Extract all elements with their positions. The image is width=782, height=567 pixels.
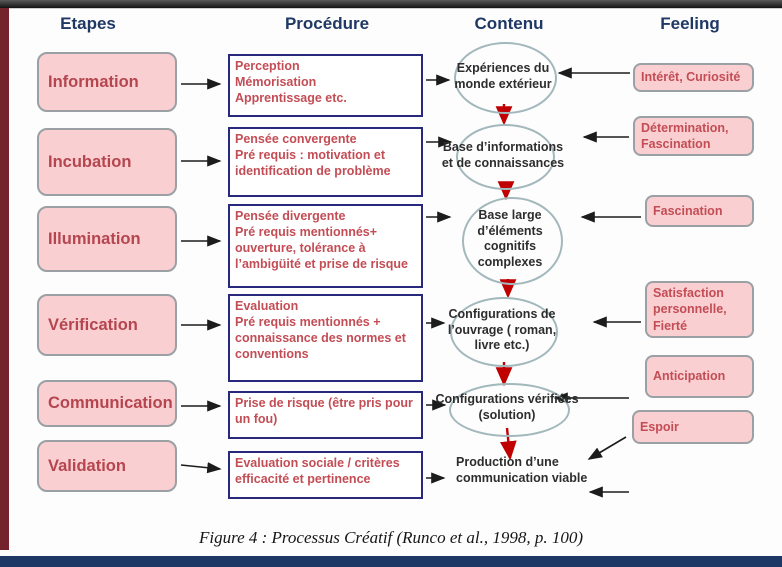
figure-caption: Figure 4 : Processus Créatif (Runco et a… xyxy=(198,528,584,547)
content-ellipse-2 xyxy=(456,124,555,190)
content-text-6: Production d’une communication viable xyxy=(456,455,588,485)
bottom-accent-bar xyxy=(0,556,782,567)
feeling-box-1: Intérêt, Curiosité xyxy=(633,63,754,92)
column-header-contenu: Contenu xyxy=(474,14,544,33)
feeling-label: Fascination xyxy=(653,203,723,218)
feeling-box-3: Fascination xyxy=(645,195,754,227)
content-ellipse-4 xyxy=(450,297,558,367)
procedure-box-4: Evaluation Pré requis mentionnés + conna… xyxy=(228,294,423,382)
feeling-label: Détermination, Fascination xyxy=(641,120,729,151)
procedure-box-1: Perception Mémorisation Apprentissage et… xyxy=(228,54,423,117)
procedure-box-2: Pensée convergente Pré requis : motivati… xyxy=(228,127,423,197)
feeling-box-4: Satisfaction personnelle, Fierté xyxy=(645,281,754,338)
content-text-3: Base large d’éléments cognitifs complexe… xyxy=(477,208,543,269)
feeling-box-2: Détermination, Fascination xyxy=(633,116,754,156)
procedure-box-5: Prise de risque (être pris pour un fou) xyxy=(228,391,423,439)
stage-box-communication: Communication xyxy=(37,380,177,427)
left-accent-bar xyxy=(0,8,9,550)
feeling-label: Intérêt, Curiosité xyxy=(641,70,741,85)
feeling-box-6: Espoir xyxy=(632,410,754,444)
feeling-label: Satisfaction personnelle, Fierté xyxy=(653,286,727,333)
content-ellipse-1 xyxy=(454,42,557,114)
feeling-box-5: Anticipation xyxy=(645,355,754,398)
top-window-bar xyxy=(0,0,782,9)
stage-box-illumination: Illumination xyxy=(37,206,177,272)
column-header-feeling: Feeling xyxy=(660,14,720,33)
procedure-box-3: Pensée divergente Pré requis mentionnés+… xyxy=(228,204,423,288)
stage-box-verification: Vérification xyxy=(37,294,177,356)
arrow-right-icon-stage-6 xyxy=(180,462,222,474)
content-text-5: Configurations vérifiées (solution) xyxy=(435,392,579,422)
column-header-etapes: Etapes xyxy=(60,14,116,33)
stage-box-validation: Validation xyxy=(37,440,177,492)
content-ellipse-3 xyxy=(462,197,563,285)
feeling-label: Anticipation xyxy=(653,369,726,384)
column-header-procedure: Procédure xyxy=(284,14,370,33)
content-text-2: Base d’informations et de connaissances xyxy=(441,140,565,170)
procedure-box-6: Evaluation sociale / critères efficacité… xyxy=(228,451,423,499)
stage-box-incubation: Incubation xyxy=(37,128,177,196)
content-ellipse-5 xyxy=(449,383,570,437)
feeling-label: Espoir xyxy=(640,419,679,434)
content-text-4: Configurations de l’ouvrage ( roman, liv… xyxy=(447,307,557,353)
content-text-1: Expériences du monde extérieur xyxy=(454,61,552,91)
stage-box-information: Information xyxy=(37,52,177,112)
